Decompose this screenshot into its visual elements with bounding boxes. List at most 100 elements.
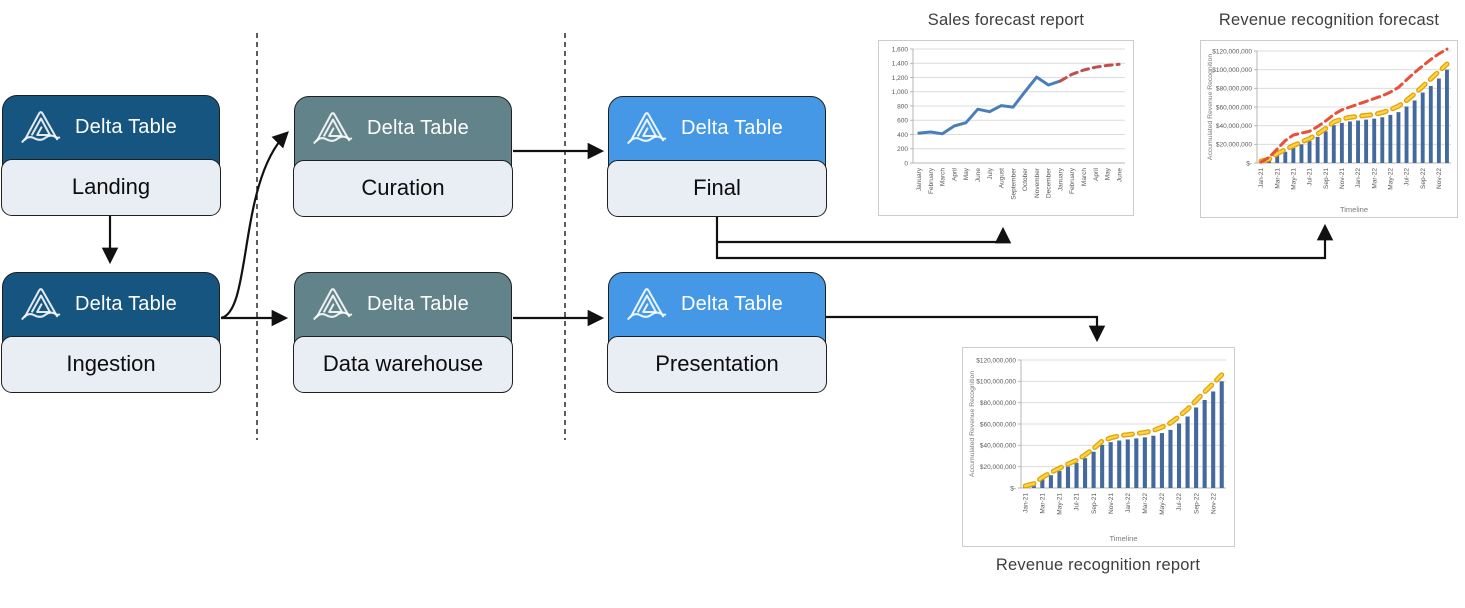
svg-text:400: 400 xyxy=(897,132,908,139)
node-stage-label: Curation xyxy=(361,175,445,201)
svg-text:March: March xyxy=(940,168,947,186)
node-stage-label: Data warehouse xyxy=(322,351,484,377)
node-header: Delta Table xyxy=(3,96,219,158)
svg-text:$120,000,000: $120,000,000 xyxy=(976,357,1016,364)
rr-report-chart-title: Revenue recognition report xyxy=(995,556,1201,574)
svg-text:$40,000,000: $40,000,000 xyxy=(1216,123,1253,130)
rr-forecast-plot: $-$20,000,000$40,000,000$60,000,000$80,0… xyxy=(1207,47,1451,214)
rr-forecast-chart: $-$20,000,000$40,000,000$60,000,000$80,0… xyxy=(1200,40,1458,218)
sales-forecast-plot: 02004006008001,0001,2001,4001,600January… xyxy=(892,46,1125,200)
svg-text:Mar-21: Mar-21 xyxy=(1274,168,1281,189)
svg-text:0: 0 xyxy=(904,160,908,167)
arrow-final-to-rr-forecast xyxy=(715,216,1334,260)
svg-text:Nov-21: Nov-21 xyxy=(1108,493,1115,514)
node-type-label: Delta Table xyxy=(75,115,177,138)
svg-text:Mar-21: Mar-21 xyxy=(1040,493,1047,514)
node-type-label: Delta Table xyxy=(681,116,783,139)
svg-text:$60,000,000: $60,000,000 xyxy=(980,421,1017,428)
svg-text:$100,000,000: $100,000,000 xyxy=(1212,67,1252,74)
svg-text:Mar-22: Mar-22 xyxy=(1371,168,1378,189)
delta-lake-logo-icon xyxy=(625,109,669,147)
svg-text:September: September xyxy=(1010,167,1017,200)
arrow-ingestion-to-curation xyxy=(220,131,289,320)
svg-text:Nov-21: Nov-21 xyxy=(1339,168,1346,189)
node-body: Presentation xyxy=(607,335,827,393)
svg-text:Sep-21: Sep-21 xyxy=(1323,168,1330,189)
svg-text:Jul-21: Jul-21 xyxy=(1307,168,1314,186)
svg-text:$40,000,000: $40,000,000 xyxy=(980,443,1017,450)
svg-text:1,400: 1,400 xyxy=(892,61,909,68)
delta-lake-logo-icon xyxy=(625,285,669,323)
svg-text:May-21: May-21 xyxy=(1057,493,1064,515)
arrow-final-to-sales-forecast xyxy=(717,226,1012,244)
delta-lake-logo-icon xyxy=(19,285,63,323)
node-type-label: Delta Table xyxy=(367,292,469,315)
svg-text:Nov-22: Nov-22 xyxy=(1436,168,1443,189)
svg-text:1,000: 1,000 xyxy=(892,89,909,96)
node-stage-label: Presentation xyxy=(655,351,779,377)
node-type-label: Delta Table xyxy=(367,116,469,139)
svg-text:Jul-22: Jul-22 xyxy=(1176,493,1183,511)
svg-text:Timeline: Timeline xyxy=(1340,205,1368,214)
svg-text:January: January xyxy=(916,167,923,191)
svg-text:Sep-22: Sep-22 xyxy=(1420,168,1427,189)
svg-text:200: 200 xyxy=(897,146,908,153)
svg-text:$20,000,000: $20,000,000 xyxy=(980,464,1017,471)
svg-text:1,600: 1,600 xyxy=(892,46,909,53)
svg-text:May-21: May-21 xyxy=(1291,168,1298,190)
svg-text:June: June xyxy=(1116,168,1123,182)
svg-text:$60,000,000: $60,000,000 xyxy=(1216,104,1253,111)
svg-text:Mar-22: Mar-22 xyxy=(1142,493,1149,514)
svg-text:May-22: May-22 xyxy=(1159,493,1166,515)
node-stage-label: Final xyxy=(693,175,741,201)
svg-text:Jul-22: Jul-22 xyxy=(1404,168,1411,186)
svg-text:1,200: 1,200 xyxy=(892,75,909,82)
rr-forecast-chart-title: Revenue recognition forecast xyxy=(1218,11,1440,29)
svg-text:Jan-21: Jan-21 xyxy=(1258,168,1265,188)
node-header: Delta Table xyxy=(609,97,825,159)
svg-text:February: February xyxy=(1069,167,1076,194)
svg-text:April: April xyxy=(1093,167,1100,181)
node-header: Delta Table xyxy=(295,273,511,335)
arrow-presentation-to-rr-report xyxy=(826,315,1106,343)
svg-text:600: 600 xyxy=(897,118,908,125)
node-body: Ingestion xyxy=(1,335,221,393)
delta-lake-logo-icon xyxy=(19,108,63,146)
svg-text:$120,000,000: $120,000,000 xyxy=(1212,48,1252,55)
svg-text:July: July xyxy=(987,167,994,179)
node-landing: Delta Table Landing xyxy=(1,95,221,216)
node-type-label: Delta Table xyxy=(681,292,783,315)
svg-text:August: August xyxy=(999,168,1006,188)
svg-text:April: April xyxy=(951,167,958,181)
rr-report-plot: $-$20,000,000$40,000,000$60,000,000$80,0… xyxy=(969,357,1226,543)
svg-text:Nov-22: Nov-22 xyxy=(1210,493,1217,514)
svg-text:January: January xyxy=(1057,167,1064,191)
node-body: Final xyxy=(607,159,827,217)
node-header: Delta Table xyxy=(3,273,219,335)
svg-text:Jul-21: Jul-21 xyxy=(1074,493,1081,511)
svg-text:May-22: May-22 xyxy=(1388,168,1395,190)
svg-text:May: May xyxy=(963,167,970,180)
delta-lake-logo-icon xyxy=(311,285,355,323)
delta-lake-logo-icon xyxy=(311,109,355,147)
svg-text:Accumulated Revenue Recognitio: Accumulated Revenue Recognition xyxy=(1207,54,1214,160)
node-body: Landing xyxy=(1,158,221,216)
rr-report-chart: $-$20,000,000$40,000,000$60,000,000$80,0… xyxy=(962,347,1235,547)
sales-forecast-chart-title: Sales forecast report xyxy=(927,11,1085,29)
node-final: Delta Table Final xyxy=(607,96,827,217)
svg-text:Timeline: Timeline xyxy=(1109,534,1137,543)
svg-text:December: December xyxy=(1046,167,1053,198)
svg-text:Sep-22: Sep-22 xyxy=(1193,493,1200,514)
svg-text:October: October xyxy=(1022,167,1029,191)
node-body: Data warehouse xyxy=(293,335,513,393)
node-header: Delta Table xyxy=(609,273,825,335)
svg-text:May: May xyxy=(1105,167,1112,180)
svg-text:Jan-21: Jan-21 xyxy=(1022,493,1029,513)
svg-text:Jan-22: Jan-22 xyxy=(1125,493,1132,513)
node-ingestion: Delta Table Ingestion xyxy=(1,272,221,393)
svg-text:June: June xyxy=(975,168,982,182)
svg-text:$-: $- xyxy=(1010,485,1016,492)
node-presentation: Delta Table Presentation xyxy=(607,272,827,393)
